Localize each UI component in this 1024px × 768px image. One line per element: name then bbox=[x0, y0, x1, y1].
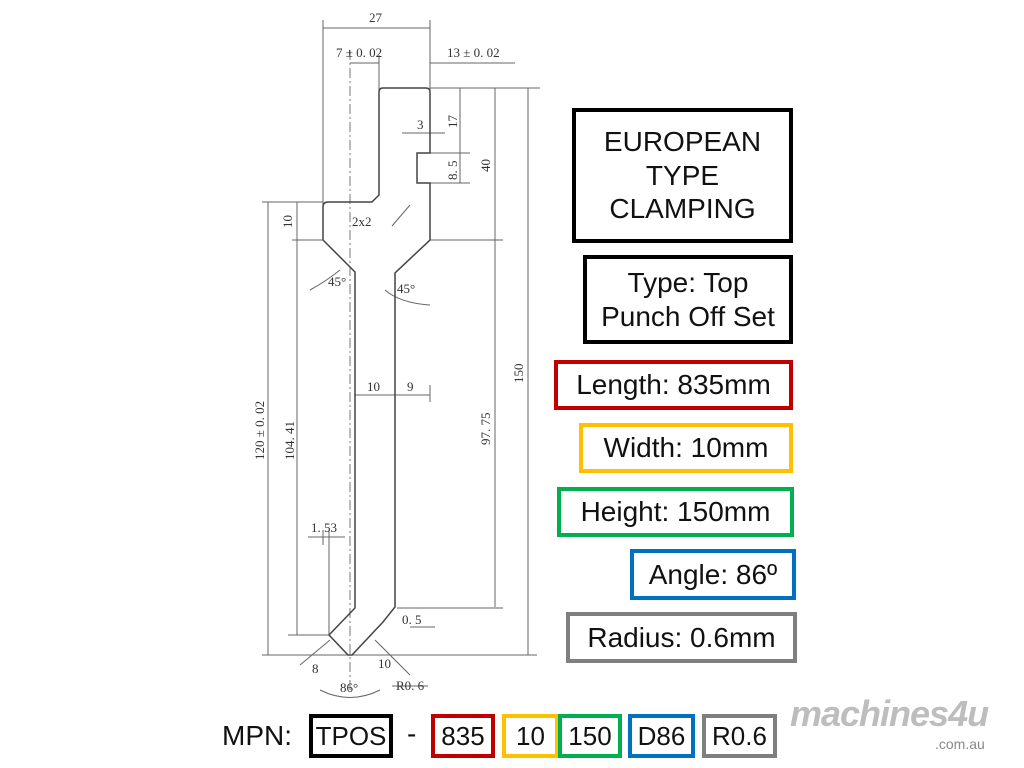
dim-120: 120 ± 0. 02 bbox=[252, 401, 267, 460]
dim-97-75: 97. 75 bbox=[478, 413, 493, 446]
mpn-label: MPN: bbox=[222, 720, 292, 751]
angle-box: Angle: 86º bbox=[630, 549, 796, 600]
dim-1-53: 1. 53 bbox=[311, 520, 337, 535]
dim-17: 17 bbox=[445, 115, 460, 129]
dim-0-5: 0. 5 bbox=[402, 612, 422, 627]
dim-13: 13 ± 0. 02 bbox=[447, 45, 500, 60]
dim-9: 9 bbox=[407, 379, 414, 394]
dim-45-left: 45° bbox=[328, 274, 346, 289]
type-box: Type: Top Punch Off Set bbox=[583, 255, 793, 344]
dim-r0-6: R0. 6 bbox=[396, 678, 425, 693]
mpn-part-width: 10 bbox=[502, 714, 559, 758]
dim-8-5: 8. 5 bbox=[445, 161, 460, 181]
dim-3: 3 bbox=[417, 117, 424, 132]
dim-7: 7 ± 0. 02 bbox=[336, 45, 382, 60]
radius-box: Radius: 0.6mm bbox=[566, 612, 797, 663]
dim-2x2: 2x2 bbox=[352, 214, 372, 229]
dim-104-41: 104. 41 bbox=[282, 421, 297, 460]
dim-45-right: 45° bbox=[397, 281, 415, 296]
length-box: Length: 835mm bbox=[554, 360, 793, 410]
dim-40: 40 bbox=[478, 159, 493, 172]
machines4u-logo: machines4u bbox=[790, 693, 989, 734]
mpn-part-angle: D86 bbox=[628, 714, 695, 758]
dim-10-tip: 10 bbox=[378, 656, 391, 671]
mpn-part-length: 835 bbox=[431, 714, 495, 758]
width-box: Width: 10mm bbox=[579, 423, 793, 473]
dim-10-width: 10 bbox=[367, 379, 380, 394]
logo-domain: .com.au bbox=[935, 736, 985, 752]
mpn-part-radius: R0.6 bbox=[702, 714, 777, 758]
clamping-type-box: EUROPEAN TYPE CLAMPING bbox=[572, 108, 793, 243]
height-box: Height: 150mm bbox=[557, 487, 794, 537]
mpn-part-type: TPOS bbox=[309, 714, 393, 758]
dim-27: 27 bbox=[369, 10, 383, 25]
punch-outline bbox=[322, 87, 431, 656]
dimension-lines bbox=[262, 20, 540, 698]
dim-150: 150 bbox=[511, 364, 526, 384]
dim-8: 8 bbox=[312, 661, 319, 676]
mpn-dash: - bbox=[407, 718, 417, 749]
dim-10-top: 10 bbox=[280, 215, 295, 228]
dim-86: 86° bbox=[340, 680, 358, 695]
mpn-part-height: 150 bbox=[558, 714, 622, 758]
